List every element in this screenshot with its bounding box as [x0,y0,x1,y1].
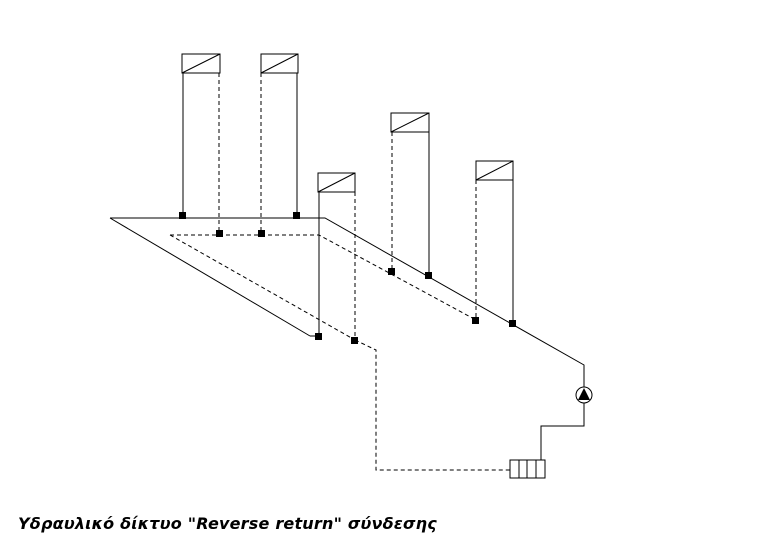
return-to-boiler-pipe [354,339,510,471]
pump-icon [575,386,593,404]
junction-node [293,212,300,219]
junction-node [179,212,186,219]
radiator-icon [475,160,514,181]
pump-to-boiler-pipe [540,403,585,460]
radiator-icon [181,53,221,74]
radiator-icon [390,112,430,133]
boiler-icon [509,459,546,479]
junction-node [388,268,395,275]
return-main-diagonal [169,234,356,341]
junction-nodes [179,212,516,344]
supply-pipe-network [109,73,585,460]
junction-node [425,272,432,279]
junction-node [509,320,516,327]
return-pipe-network [169,73,510,471]
junction-node [472,317,479,324]
junction-node [216,230,223,237]
radiator-icon [260,53,299,74]
supply-main-upper [110,217,585,387]
radiator-icon [317,172,356,193]
junction-node [258,230,265,237]
junction-node [351,337,358,344]
diagram-caption: Υδραυλικό δίκτυο "Reverse return" σύνδεσ… [18,514,437,533]
junction-node [315,333,322,340]
supply-main-diagonal [109,217,311,337]
